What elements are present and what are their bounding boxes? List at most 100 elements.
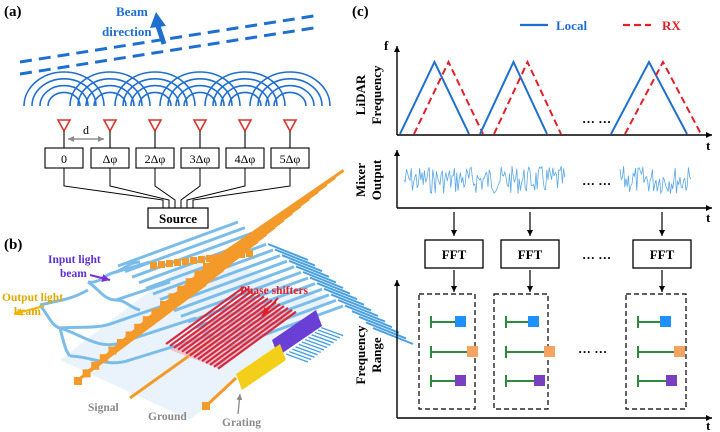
waveguide-arm	[117, 220, 239, 268]
waveguide-path	[87, 280, 171, 302]
electrode-pad-top	[190, 257, 197, 264]
ground-line	[204, 376, 238, 408]
phase-box-label: 2Δφ	[145, 152, 166, 166]
beam-direction-arrow	[155, 25, 167, 45]
phase-box-label: 3Δφ	[190, 152, 211, 166]
wave-arc	[93, 91, 127, 107]
grating-waveguide	[281, 254, 323, 273]
electrode-pad	[142, 316, 151, 325]
grating-waveguide	[323, 287, 365, 306]
wavefront-line	[19, 13, 321, 64]
wave-arc	[212, 78, 278, 107]
antenna-icon	[102, 119, 118, 133]
beam-direction-label-1: Beam	[116, 4, 148, 19]
grating-tooth	[298, 343, 322, 354]
wave-arc	[69, 71, 151, 107]
range-peak-marker	[528, 316, 539, 327]
electrode-pad-top	[238, 251, 245, 258]
radiation-arcs	[23, 71, 331, 107]
wave-arc	[85, 84, 135, 107]
local-chirp	[610, 59, 688, 135]
panel-c: (c) Local RX f t LiDAR Frequency ··· ···…	[352, 4, 712, 432]
waveguide-path	[115, 260, 141, 274]
range-peak-marker	[455, 375, 466, 386]
wave-arc	[31, 78, 97, 107]
range-peak-marker	[666, 375, 677, 386]
fft-label: FFT	[650, 247, 675, 262]
wave-arc	[122, 78, 188, 107]
chirp-waveforms	[399, 59, 702, 135]
mixer-output-traces	[403, 165, 692, 195]
grating-waveguide	[365, 321, 407, 340]
grating-tooth	[317, 329, 341, 339]
output-light-arrow	[13, 305, 45, 316]
electrode-pad	[125, 331, 134, 340]
wavefront-line	[19, 25, 321, 76]
electrode-pad	[134, 323, 143, 332]
legend-rx-label: RX	[662, 18, 681, 33]
source-box	[147, 207, 209, 229]
electrode-pad	[117, 339, 125, 347]
wave-arc	[159, 71, 241, 107]
wave-arc	[183, 91, 217, 107]
fft-box	[632, 239, 692, 269]
spectrum-frame	[625, 293, 687, 410]
electrode-pad	[74, 377, 82, 385]
range-peak-marker	[674, 346, 685, 357]
local-chirp	[399, 59, 470, 135]
grating-tooth	[301, 341, 325, 351]
phase-shifter-stripe	[177, 291, 257, 351]
wave-arc	[167, 78, 233, 107]
electrode-pad	[91, 361, 100, 370]
range-peak-marker	[467, 346, 478, 357]
wave-arc	[114, 71, 196, 107]
antenna-icon	[147, 119, 163, 133]
waveguide-path	[59, 316, 197, 347]
grating-teeth	[285, 326, 344, 363]
row3-ellipsis: ··· ···	[578, 344, 607, 359]
grating-waveguide	[358, 315, 400, 334]
fft-ellipsis: ··· ···	[582, 250, 611, 265]
output-light-label-1: Output light	[2, 292, 63, 304]
row2-ylabel-2: Output	[369, 159, 384, 200]
waveguide-path	[115, 298, 141, 312]
phase-shifters-label: Phase shifters	[240, 285, 309, 297]
waveguide-path	[59, 298, 181, 330]
waveguide-arm	[124, 226, 246, 274]
wave-arc	[130, 84, 180, 107]
fft-box	[424, 239, 484, 269]
legend-local-label: Local	[556, 18, 587, 33]
waveguide-arm	[131, 231, 253, 279]
wave-arc	[204, 71, 286, 107]
electrode-pad-top	[222, 253, 229, 260]
row3-t-label: t	[706, 418, 711, 432]
spectrum-frame	[493, 293, 549, 410]
electrode-pad-top	[230, 252, 237, 259]
feed-line	[109, 168, 170, 208]
wave-arc	[175, 84, 225, 107]
electrode-pad	[185, 278, 194, 287]
feed-line	[180, 168, 201, 208]
wave-arc	[228, 91, 262, 107]
antenna-icon	[192, 119, 208, 133]
row1-f-label: f	[384, 38, 389, 53]
grating-tooth	[308, 336, 331, 346]
source-label: Source	[159, 211, 197, 226]
wave-arc	[273, 91, 307, 107]
electrode-pad	[99, 354, 108, 363]
antenna-icon	[237, 119, 253, 133]
mixer-noise-trace	[619, 166, 692, 195]
phase-shifter-stripe	[185, 295, 265, 355]
grating-waveguide	[316, 282, 358, 301]
phase-shifter-stripe	[181, 293, 261, 353]
antenna-icon	[282, 119, 298, 133]
grating-waveguide	[330, 293, 372, 312]
feed-line	[186, 168, 246, 208]
wave-arc	[138, 91, 172, 107]
electrode-pad-top	[198, 256, 205, 263]
wave-arc	[77, 78, 143, 107]
grating-waveguide	[372, 327, 414, 345]
spacing-label: d	[83, 123, 89, 137]
grating-tooth	[314, 331, 338, 342]
